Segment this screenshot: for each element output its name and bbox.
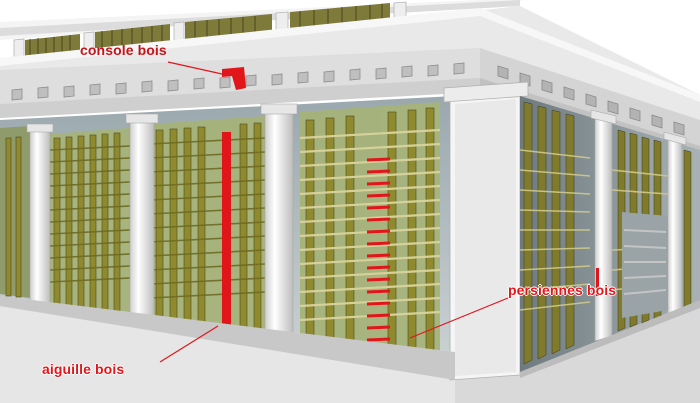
label-aiguille-bois: aiguille bois <box>42 361 125 377</box>
side-opening <box>622 212 668 318</box>
corner-pier <box>443 81 529 381</box>
persiennes-highlight <box>366 157 391 342</box>
plinth-front <box>0 296 455 380</box>
cornice-brackets <box>11 62 465 101</box>
leader-aiguille <box>159 325 219 363</box>
ground-plane <box>0 300 455 403</box>
horizontal-slats-front <box>49 137 266 299</box>
console-highlight <box>222 67 246 90</box>
columns-side <box>590 109 687 342</box>
leader-persiennes <box>409 297 509 339</box>
annotation-leaders <box>159 61 509 363</box>
columns-front <box>26 103 298 345</box>
label-console-bois: console bois <box>80 42 167 58</box>
label-persiennes-bois: persiennes bois <box>508 282 617 298</box>
leader-console <box>167 61 223 75</box>
aiguille-highlight <box>222 132 231 330</box>
